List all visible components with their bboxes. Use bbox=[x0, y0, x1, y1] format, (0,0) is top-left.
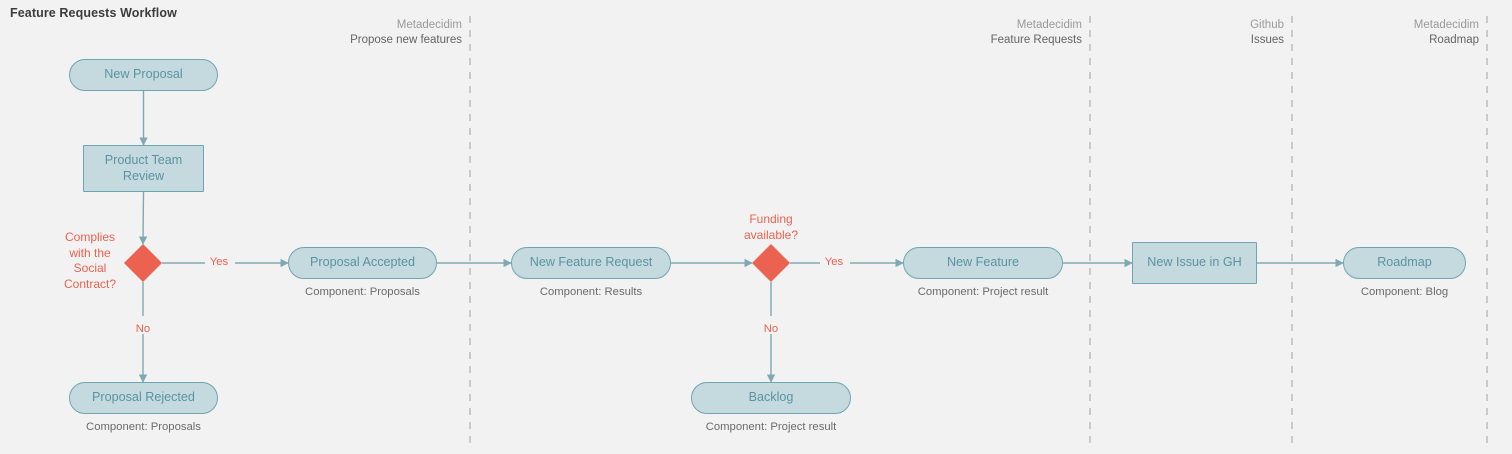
decision-label-funding-available: Funding available? bbox=[743, 212, 799, 242]
node-product-team-review[interactable]: Product Team Review bbox=[83, 145, 204, 192]
lane-org-label: Github bbox=[1250, 19, 1284, 31]
connector-review-to-social-contract bbox=[138, 191, 148, 245]
component-label-backlog: Component: Project result bbox=[705, 421, 837, 433]
node-backlog[interactable]: Backlog bbox=[691, 382, 851, 414]
node-label: Proposal Accepted bbox=[309, 255, 416, 270]
component-label-proposal-rejected: Component: Proposals bbox=[86, 421, 201, 433]
edge-label-no-social-contract: No bbox=[135, 323, 151, 335]
page-title: Feature Requests Workflow bbox=[10, 6, 177, 20]
node-proposal-accepted[interactable]: Proposal Accepted bbox=[288, 247, 437, 279]
component-label-new-feature: Component: Project result bbox=[917, 286, 1049, 298]
decision-label-complies-social-contract: Complies with the Social Contract? bbox=[63, 230, 117, 291]
node-new-feature[interactable]: New Feature bbox=[903, 247, 1063, 279]
node-label: New Proposal bbox=[104, 67, 183, 82]
node-label: New Feature Request bbox=[529, 255, 653, 270]
lane-org-label: Metadecidim bbox=[1413, 19, 1479, 31]
lane-name-label: Roadmap bbox=[1429, 33, 1479, 46]
edge-label-no-funding: No bbox=[763, 323, 779, 335]
node-label: New Issue in GH bbox=[1147, 255, 1242, 270]
node-label: New Feature bbox=[946, 255, 1020, 270]
node-label: Product Team Review bbox=[104, 152, 183, 183]
lane-name-label: Issues bbox=[1250, 33, 1284, 46]
component-label-roadmap: Component: Blog bbox=[1360, 286, 1449, 298]
node-new-issue-in-gh[interactable]: New Issue in GH bbox=[1132, 242, 1257, 284]
lane-name-label: Feature Requests bbox=[990, 33, 1082, 46]
edge-label-yes-social-contract: Yes bbox=[209, 256, 229, 268]
component-label-new-feature-request: Component: Results bbox=[539, 286, 643, 298]
decision-complies-social-contract[interactable] bbox=[124, 244, 162, 282]
lane-name-label: Propose new features bbox=[350, 33, 462, 46]
node-label: Roadmap bbox=[1377, 255, 1432, 270]
node-roadmap[interactable]: Roadmap bbox=[1343, 247, 1466, 279]
node-proposal-rejected[interactable]: Proposal Rejected bbox=[69, 382, 218, 414]
component-label-proposal-accepted: Component: Proposals bbox=[305, 286, 420, 298]
node-label: Proposal Rejected bbox=[92, 390, 195, 405]
decision-funding-available[interactable] bbox=[752, 244, 790, 282]
node-new-proposal[interactable]: New Proposal bbox=[69, 59, 218, 91]
lane-org-label: Metadecidim bbox=[396, 19, 462, 31]
node-new-feature-request[interactable]: New Feature Request bbox=[511, 247, 671, 279]
edge-label-yes-funding: Yes bbox=[824, 256, 844, 268]
lane-org-label: Metadecidim bbox=[1016, 19, 1082, 31]
node-label: Backlog bbox=[748, 390, 794, 405]
